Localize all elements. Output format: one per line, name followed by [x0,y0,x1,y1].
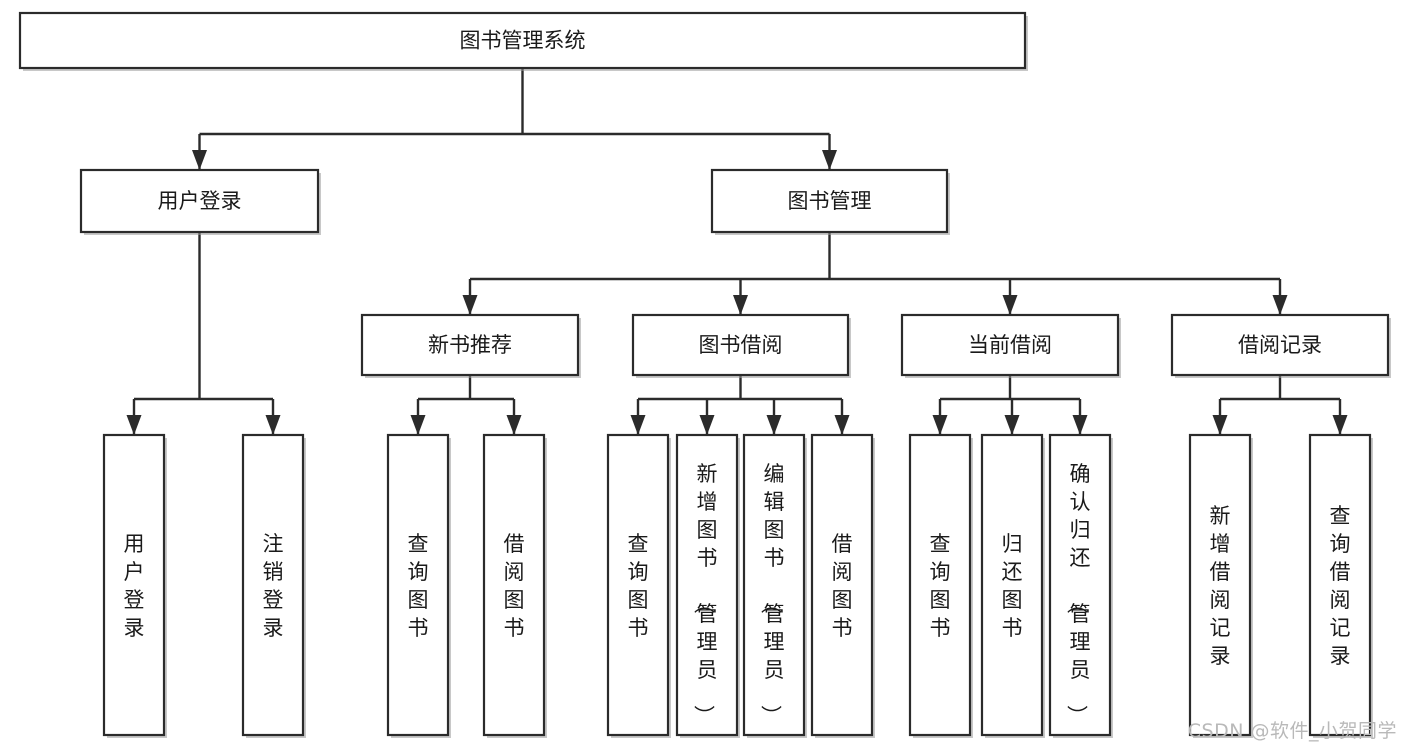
edge-arrowhead [192,150,207,170]
node-leaf_8[interactable]: 借阅图书 [810,433,875,738]
edge-arrowhead [699,415,715,435]
csdn-watermark: CSDN @软件_小贺同学 [1187,720,1397,742]
edge-arrowhead [1332,415,1348,435]
node-l3_3[interactable]: 当前借阅 [900,313,1121,378]
node-box[interactable] [710,168,949,234]
node-leaf_4[interactable]: 借阅图书 [482,433,547,738]
edge-arrowhead [410,415,426,435]
node-box[interactable] [386,433,450,737]
node-box[interactable] [360,313,580,377]
node-l2_1[interactable]: 用户登录 [79,168,321,235]
node-leaf_7[interactable]: 编辑图书（管理员） [742,433,807,738]
node-label: 借阅记录 [1238,333,1322,357]
edge-arrowhead [1004,415,1020,435]
node-label: 借阅图书 [832,532,853,640]
node-box[interactable] [79,168,320,234]
node-box[interactable] [900,313,1120,377]
node-label: 查询图书 [408,532,429,640]
node-box[interactable] [1170,313,1390,377]
node-box[interactable] [908,433,972,737]
node-l3_2[interactable]: 图书借阅 [631,313,851,378]
edge-arrowhead [822,150,837,170]
node-box[interactable] [1188,433,1252,737]
node-box[interactable] [980,433,1044,737]
node-box[interactable] [631,313,850,377]
node-box[interactable] [810,433,874,737]
node-leaf_3[interactable]: 查询图书 [386,433,451,738]
edge-arrowhead [733,295,748,315]
node-leaf_13[interactable]: 查询借阅记录 [1308,433,1373,738]
node-box[interactable] [1048,433,1112,737]
node-label: 新书推荐 [428,333,512,357]
node-label: 新增借阅记录 [1210,504,1231,668]
node-box[interactable] [482,433,546,737]
node-label: 图书管理系统 [460,29,586,53]
node-box[interactable] [18,11,1027,70]
node-label: 查询图书 [930,532,951,640]
node-label: 注销登录 [263,532,284,640]
edge-arrowhead [126,415,142,435]
node-leaf_12[interactable]: 新增借阅记录 [1188,433,1253,738]
node-label: 查询借阅记录 [1330,504,1351,668]
edge-arrowhead [462,295,478,315]
node-label: 新增图书（管理员） [692,462,718,726]
node-leaf_11[interactable]: 确认归还（管理员） [1048,433,1113,738]
node-label: 编辑图书（管理员） [759,462,785,726]
node-box[interactable] [606,433,670,737]
edge-arrowhead [834,415,850,435]
node-leaf_5[interactable]: 查询图书 [606,433,671,738]
edge-arrowhead [1212,415,1228,435]
edge-layer [126,68,1348,435]
edge-arrowhead [766,415,782,435]
node-box[interactable] [675,433,739,737]
node-leaf_6[interactable]: 新增图书（管理员） [675,433,740,738]
node-label: 用户登录 [158,189,242,213]
node-box[interactable] [1308,433,1372,737]
node-box[interactable] [102,433,166,737]
node-l3_4[interactable]: 借阅记录 [1170,313,1391,378]
node-label: 用户登录 [124,532,145,640]
edge-arrowhead [932,415,948,435]
node-leaf_2[interactable]: 注销登录 [241,433,306,738]
node-l3_1[interactable]: 新书推荐 [360,313,581,378]
node-label: 归还图书 [1002,532,1023,640]
node-root[interactable]: 图书管理系统 [18,11,1028,71]
node-leaf_10[interactable]: 归还图书 [980,433,1045,738]
node-box[interactable] [742,433,806,737]
node-label: 图书借阅 [699,333,783,357]
node-label: 当前借阅 [968,333,1052,357]
node-layer: 图书管理系统用户登录图书管理新书推荐图书借阅当前借阅借阅记录用户登录注销登录查询… [18,11,1391,738]
edge-arrowhead [630,415,646,435]
edge-arrowhead [265,415,281,435]
edge-arrowhead [506,415,522,435]
node-l2_2[interactable]: 图书管理 [710,168,950,235]
node-box[interactable] [241,433,305,737]
node-label: 确认归还（管理员） [1065,462,1091,726]
node-label: 借阅图书 [504,532,525,640]
node-label: 图书管理 [788,189,872,213]
node-leaf_1[interactable]: 用户登录 [102,433,167,738]
edge-arrowhead [1072,415,1088,435]
edge-arrowhead [1272,295,1288,315]
node-label: 查询图书 [628,532,649,640]
edge-arrowhead [1002,295,1018,315]
node-leaf_9[interactable]: 查询图书 [908,433,973,738]
